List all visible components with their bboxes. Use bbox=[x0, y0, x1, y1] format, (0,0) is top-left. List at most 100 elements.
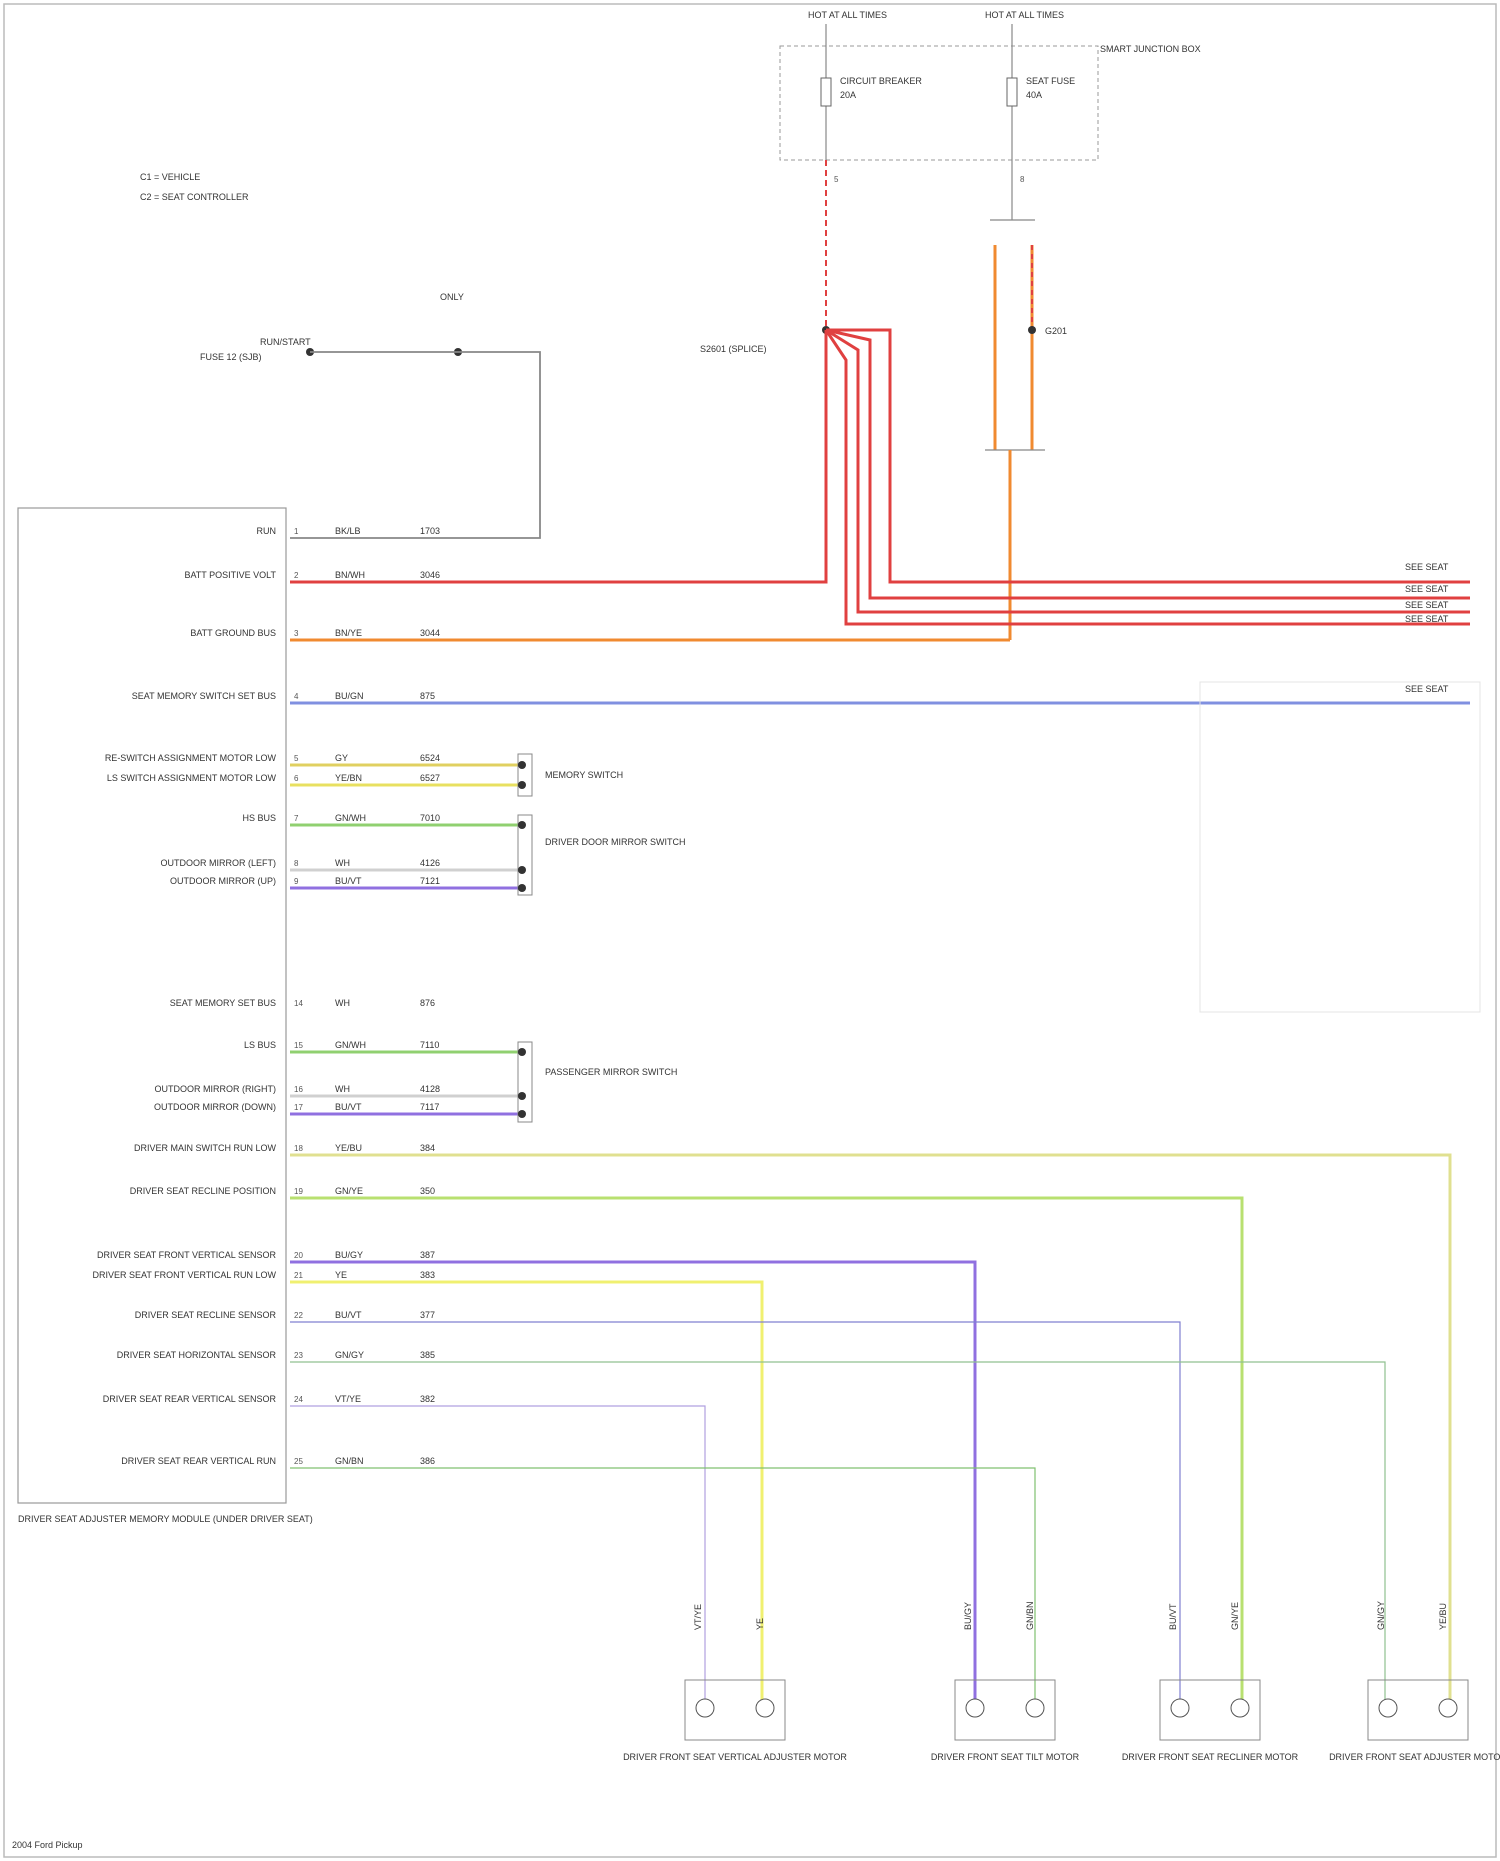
pin-function-label: SEAT MEMORY SET BUS bbox=[170, 998, 276, 1008]
pin-function-label: OUTDOOR MIRROR (LEFT) bbox=[161, 858, 277, 868]
page-border bbox=[4, 4, 1496, 1857]
wire-red-out-2 bbox=[826, 330, 1470, 598]
pin-function-label: DRIVER MAIN SWITCH RUN LOW bbox=[134, 1143, 277, 1153]
circuit-number: 6524 bbox=[420, 753, 440, 763]
wire-red-out-3 bbox=[826, 330, 1470, 612]
splice-node bbox=[1028, 326, 1036, 334]
pin-number: 1 bbox=[294, 527, 299, 536]
wire-motor-vtye bbox=[290, 1406, 705, 1700]
circuit-number: 386 bbox=[420, 1456, 435, 1466]
wire-color-code: YE bbox=[335, 1270, 347, 1280]
motor-terminal-icon bbox=[1231, 1699, 1249, 1717]
fuse-feed-2: HOT AT ALL TIMES bbox=[985, 10, 1064, 20]
wire-motor-gngy bbox=[290, 1362, 1385, 1700]
wire-run bbox=[290, 352, 540, 538]
power-feed-wires: S2601 (SPLICE) G201 bbox=[700, 160, 1067, 640]
right-ref: SEE SEAT bbox=[1405, 562, 1449, 572]
wire-motor-buvt bbox=[290, 1322, 1180, 1700]
pin-number: 5 bbox=[294, 754, 299, 763]
motor-name: DRIVER FRONT SEAT TILT MOTOR bbox=[931, 1752, 1080, 1762]
wire-motor-gnbn bbox=[290, 1468, 1035, 1700]
connector-legend: C1 = VEHICLE C2 = SEAT CONTROLLER bbox=[140, 172, 249, 202]
circuit-number: 7110 bbox=[420, 1040, 439, 1050]
fuse-icon bbox=[1007, 78, 1017, 106]
right-ref: SEE SEAT bbox=[1405, 614, 1449, 624]
wire-color-code: WH bbox=[335, 858, 350, 868]
motor-wire-code: YE bbox=[755, 1618, 765, 1630]
pin-number: 19 bbox=[294, 1187, 303, 1196]
wire-motor-yebu bbox=[290, 1155, 1450, 1700]
switch-connector bbox=[518, 754, 532, 796]
module-pin-row: OUTDOOR MIRROR (RIGHT)16WH4128 bbox=[155, 1084, 441, 1094]
pin-number: 23 bbox=[294, 1351, 303, 1360]
fuse-box: HOT AT ALL TIMES HOT AT ALL TIMES SMART … bbox=[780, 10, 1201, 184]
switch-connectors: MEMORY SWITCH DRIVER DOOR MIRROR SWITCH … bbox=[518, 754, 686, 1122]
motor-wire-code: BU/VT bbox=[1168, 1603, 1178, 1630]
circuit-number: 350 bbox=[420, 1186, 435, 1196]
right-ref: SEE SEAT bbox=[1405, 600, 1449, 610]
pin-number: 3 bbox=[294, 629, 299, 638]
motor-name: DRIVER FRONT SEAT RECLINER MOTOR bbox=[1122, 1752, 1299, 1762]
pin-number: 15 bbox=[294, 1041, 303, 1050]
legend-item-2: C2 = SEAT CONTROLLER bbox=[140, 192, 249, 202]
pin-number: 14 bbox=[294, 999, 303, 1008]
wire-color-code: GY bbox=[335, 753, 348, 763]
module-pin-row: DRIVER SEAT RECLINE SENSOR22BU/VT377 bbox=[135, 1310, 435, 1320]
wire-color-code: GN/YE bbox=[335, 1186, 363, 1196]
pin-number: 4 bbox=[294, 692, 299, 701]
fuse-box-label: SMART JUNCTION BOX bbox=[1100, 44, 1201, 54]
pin-dot bbox=[518, 866, 526, 874]
run-start-source: FUSE 12 (SJB) bbox=[200, 352, 262, 362]
motor-name: DRIVER FRONT SEAT VERTICAL ADJUSTER MOTO… bbox=[623, 1752, 847, 1762]
motor-terminal-icon bbox=[1439, 1699, 1457, 1717]
module-pin-row: DRIVER SEAT REAR VERTICAL SENSOR24VT/YE3… bbox=[103, 1394, 435, 1404]
seat-motor: BU/GYGN/BNDRIVER FRONT SEAT TILT MOTOR bbox=[931, 1601, 1080, 1762]
pin-function-label: OUTDOOR MIRROR (RIGHT) bbox=[155, 1084, 277, 1094]
pin-number: 9 bbox=[294, 877, 299, 886]
pin-dot bbox=[518, 761, 526, 769]
motor-wire-code: BU/GY bbox=[963, 1602, 973, 1630]
circuit-number: 876 bbox=[420, 998, 435, 1008]
fuse-1-amps: 20A bbox=[840, 90, 856, 100]
fuse-icon bbox=[821, 78, 831, 106]
switch-memory-label: MEMORY SWITCH bbox=[545, 770, 623, 780]
wire-color-code: YE/BN bbox=[335, 773, 362, 783]
motor-terminal-icon bbox=[966, 1699, 984, 1717]
pin-dot bbox=[518, 781, 526, 789]
pin-function-label: OUTDOOR MIRROR (DOWN) bbox=[154, 1102, 276, 1112]
motor-wire-code: GN/YE bbox=[1230, 1602, 1240, 1630]
circuit-number: 6527 bbox=[420, 773, 440, 783]
pin-number: 25 bbox=[294, 1457, 303, 1466]
module-pin-row: OUTDOOR MIRROR (DOWN)17BU/VT7117 bbox=[154, 1102, 439, 1112]
circuit-number: 3046 bbox=[420, 570, 440, 580]
right-ref: SEE SEAT bbox=[1405, 584, 1449, 594]
module-pin-row: DRIVER MAIN SWITCH RUN LOW18YE/BU384 bbox=[134, 1143, 435, 1153]
pin-number: 8 bbox=[294, 859, 299, 868]
pin-number: 20 bbox=[294, 1251, 303, 1260]
wire-color-code: GN/WH bbox=[335, 813, 366, 823]
wire-color-code: BU/VT bbox=[335, 876, 362, 886]
motor-terminal-icon bbox=[1379, 1699, 1397, 1717]
circuit-number: 385 bbox=[420, 1350, 435, 1360]
pin-function-label: DRIVER SEAT RECLINE POSITION bbox=[130, 1186, 276, 1196]
motor-terminal-icon bbox=[696, 1699, 714, 1717]
wire-color-code: GN/GY bbox=[335, 1350, 364, 1360]
pin-function-label: OUTDOOR MIRROR (UP) bbox=[170, 876, 276, 886]
inset-box bbox=[1200, 682, 1480, 1012]
circuit-number: 875 bbox=[420, 691, 435, 701]
pin-function-label: LS BUS bbox=[244, 1040, 276, 1050]
fuse-1-pin: 5 bbox=[834, 175, 839, 184]
pin-function-label: RUN bbox=[257, 526, 277, 536]
fuse-2-name: SEAT FUSE bbox=[1026, 76, 1075, 86]
module-pin-row: DRIVER SEAT RECLINE POSITION 19 GN/YE 350 bbox=[130, 1186, 435, 1196]
pin-number: 22 bbox=[294, 1311, 303, 1320]
module-pin-row: HS BUS7GN/WH7010 bbox=[242, 813, 440, 823]
run-start-label: RUN/START bbox=[260, 337, 311, 347]
pin-function-label: DRIVER SEAT FRONT VERTICAL SENSOR bbox=[97, 1250, 277, 1260]
module-name: DRIVER SEAT ADJUSTER MEMORY MODULE (UNDE… bbox=[18, 1514, 313, 1524]
wire-color-code: VT/YE bbox=[335, 1394, 361, 1404]
circuit-number: 383 bbox=[420, 1270, 435, 1280]
